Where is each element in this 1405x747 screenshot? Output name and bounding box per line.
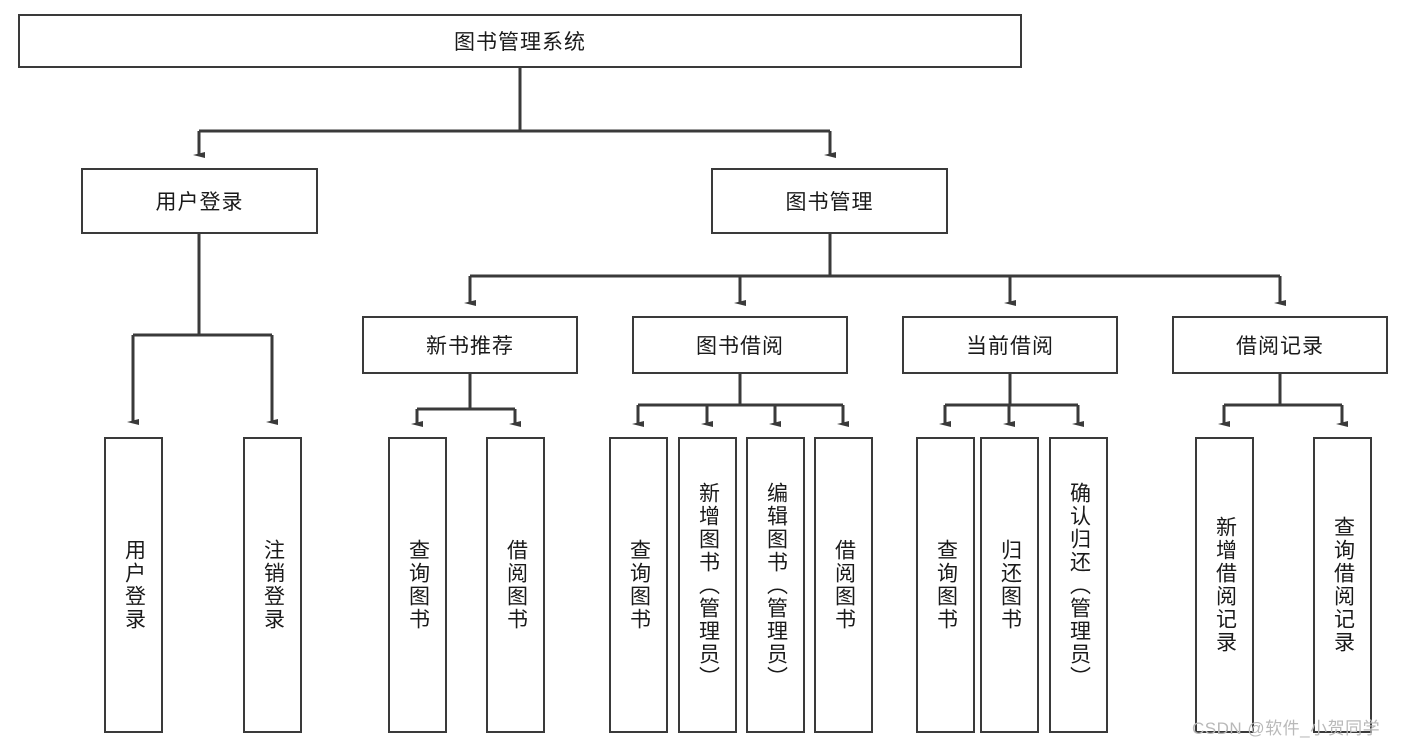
node-label: 查询借阅记录: [1331, 516, 1355, 654]
node-label: 图书管理: [785, 191, 874, 214]
node-label: 查询图书: [934, 539, 958, 631]
node-user-login[interactable]: 用户登录: [81, 168, 318, 234]
node-borrow-record[interactable]: 借阅记录: [1172, 316, 1388, 374]
node-label: 当前借阅: [966, 335, 1054, 358]
node-label: 新书推荐: [426, 335, 514, 358]
leaf-book-borrow-add-book-admin[interactable]: 新增图书（管理员）: [678, 437, 737, 733]
node-label: 归还图书: [998, 539, 1022, 631]
leaf-current-borrow-confirm-return-admin[interactable]: 确认归还（管理员）: [1049, 437, 1108, 733]
node-label: 注销登录: [261, 539, 285, 631]
node-label: 新增借阅记录: [1213, 516, 1237, 654]
node-new-book-recommend[interactable]: 新书推荐: [362, 316, 578, 374]
node-label: 新增图书（管理员）: [696, 481, 720, 689]
leaf-user-login-login[interactable]: 用户登录: [104, 437, 163, 733]
node-label: 借阅记录: [1236, 335, 1324, 358]
node-label: 图书管理系统: [454, 31, 586, 54]
node-label: 编辑图书（管理员）: [764, 481, 788, 689]
leaf-book-borrow-borrow-book[interactable]: 借阅图书: [814, 437, 873, 733]
leaf-new-book-query-book[interactable]: 查询图书: [388, 437, 447, 733]
node-label: 用户登录: [122, 539, 146, 631]
leaf-book-borrow-query-book[interactable]: 查询图书: [609, 437, 668, 733]
node-book-management[interactable]: 图书管理: [711, 168, 948, 234]
node-label: 用户登录: [155, 191, 244, 214]
csdn-watermark: CSDN @软件_小贺同学: [1192, 719, 1381, 738]
node-book-borrow[interactable]: 图书借阅: [632, 316, 848, 374]
node-label: 借阅图书: [832, 539, 856, 631]
leaf-book-borrow-edit-book-admin[interactable]: 编辑图书（管理员）: [746, 437, 805, 733]
node-label: 图书借阅: [696, 335, 784, 358]
leaf-borrow-record-add-record[interactable]: 新增借阅记录: [1195, 437, 1254, 733]
node-root-book-management-system[interactable]: 图书管理系统: [18, 14, 1022, 68]
node-label: 查询图书: [406, 539, 430, 631]
node-label: 借阅图书: [504, 539, 528, 631]
leaf-current-borrow-query-book[interactable]: 查询图书: [916, 437, 975, 733]
leaf-user-login-logout[interactable]: 注销登录: [243, 437, 302, 733]
node-label: 查询图书: [627, 539, 651, 631]
node-label: 确认归还（管理员）: [1067, 481, 1091, 689]
leaf-borrow-record-query-record[interactable]: 查询借阅记录: [1313, 437, 1372, 733]
leaf-current-borrow-return-book[interactable]: 归还图书: [980, 437, 1039, 733]
leaf-new-book-borrow-book[interactable]: 借阅图书: [486, 437, 545, 733]
node-current-borrow[interactable]: 当前借阅: [902, 316, 1118, 374]
